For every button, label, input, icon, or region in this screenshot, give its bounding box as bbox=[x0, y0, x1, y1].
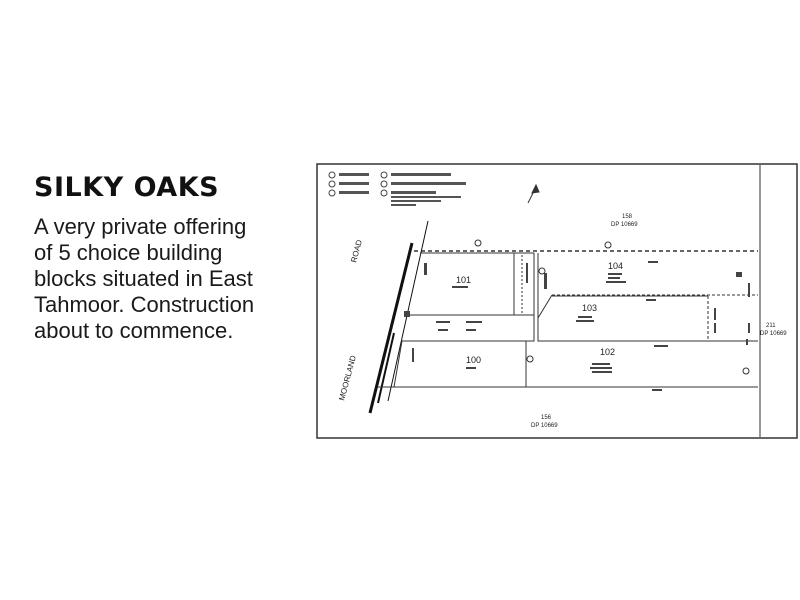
adjoining-dp: DP 10669 bbox=[760, 331, 787, 337]
plan-annotations bbox=[404, 261, 750, 391]
lot-number: 103 bbox=[582, 303, 597, 313]
adjoining-dp: DP 10669 bbox=[531, 423, 558, 429]
lot-boundaries bbox=[378, 252, 758, 388]
adjoining-lot: 211 bbox=[766, 323, 776, 329]
description-line: Tahmoor. Construction bbox=[34, 292, 255, 317]
north-arrow-icon bbox=[527, 183, 540, 204]
subdivision-plan: ROAD MOORLAND 101 104 103 100 102 158 DP… bbox=[316, 163, 798, 439]
description-line: A very private offering bbox=[34, 214, 247, 239]
property-title: SILKY OAKS bbox=[34, 172, 220, 203]
adjoining-dp: DP 10669 bbox=[611, 222, 638, 228]
lot-number: 104 bbox=[608, 261, 623, 271]
adjoining-lot: 158 bbox=[622, 214, 633, 220]
survey-markers bbox=[474, 239, 750, 375]
lot-number: 100 bbox=[466, 355, 481, 365]
plan-legend bbox=[328, 171, 466, 206]
description-line: blocks situated in East bbox=[34, 266, 253, 291]
property-description: A very private offering of 5 choice buil… bbox=[34, 214, 306, 344]
description-line: about to commence. bbox=[34, 318, 234, 343]
adjoining-lot: 156 bbox=[541, 415, 552, 421]
description-line: of 5 choice building bbox=[34, 240, 223, 265]
lot-number: 101 bbox=[456, 275, 471, 285]
lot-number: 102 bbox=[600, 347, 615, 357]
